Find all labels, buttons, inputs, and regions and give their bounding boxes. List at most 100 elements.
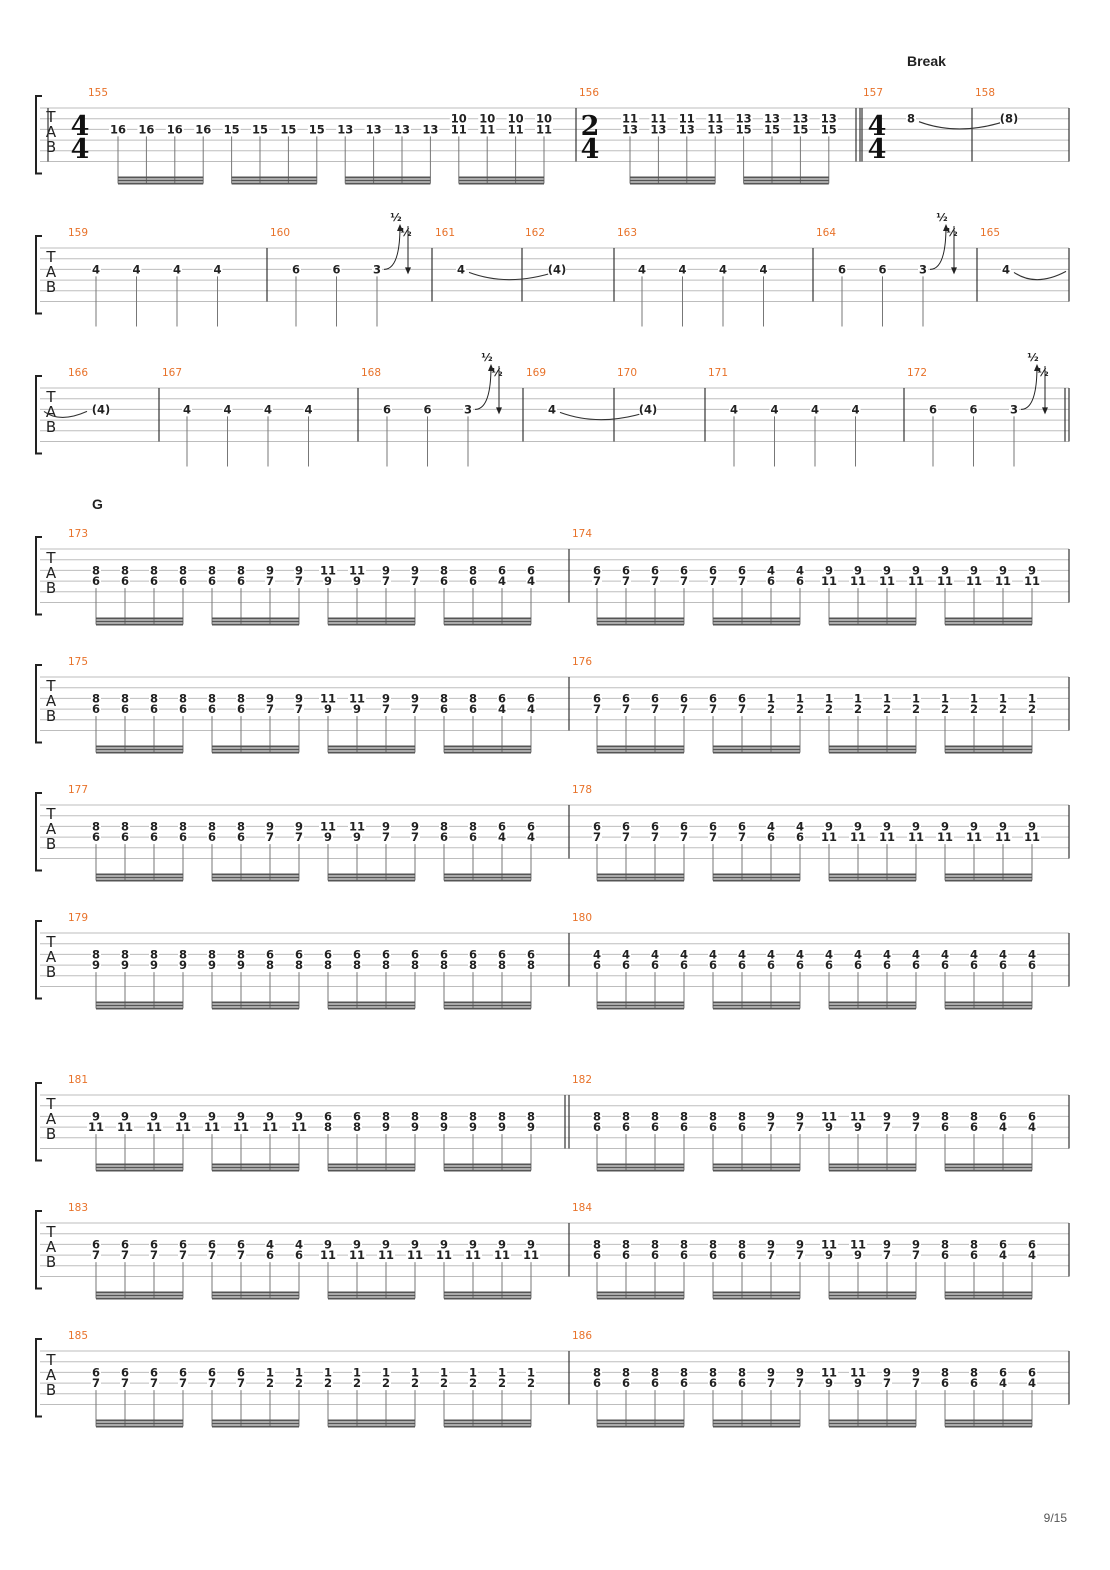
fret-number: 8 <box>622 1237 630 1251</box>
fret-background <box>439 821 449 832</box>
fret-number: 6 <box>237 574 245 588</box>
fret-number: 7 <box>912 1376 920 1390</box>
fret-background <box>410 821 420 832</box>
fret-number: 6 <box>295 947 303 961</box>
fret-background <box>853 821 863 832</box>
fret-background <box>294 693 304 704</box>
tab-clef-letter: A <box>46 1110 57 1128</box>
fret-number: 10 <box>451 112 467 126</box>
fret-background <box>763 124 781 135</box>
tab-clef-letter: B <box>46 1381 56 1399</box>
fret-background <box>381 960 391 971</box>
fret-number: 6 <box>1028 1109 1036 1123</box>
fret-number: 4 <box>719 262 727 276</box>
bar-number: 158 <box>975 87 995 99</box>
fret-number: 3 <box>464 402 472 416</box>
fret-number: 11 <box>995 574 1011 588</box>
fret-background <box>294 1239 304 1250</box>
fret-number: 4 <box>1028 1120 1036 1134</box>
fret-number: 4 <box>1028 947 1036 961</box>
fret-background <box>679 693 689 704</box>
fret-number: 6 <box>709 563 717 577</box>
fret-background <box>940 1239 950 1250</box>
fret-number: 8 <box>651 1237 659 1251</box>
fret-background <box>853 565 863 576</box>
fret-background <box>766 949 776 960</box>
fret-background <box>940 1367 950 1378</box>
fret-background <box>265 1239 275 1250</box>
fret-number: 6 <box>150 1237 158 1251</box>
bar-number: 186 <box>572 1330 592 1342</box>
fret-background <box>120 693 130 704</box>
fret-number: 1 <box>498 1365 506 1379</box>
fret-background <box>381 832 391 843</box>
time-signature-top: 4 <box>868 111 887 142</box>
fret-number: 8 <box>738 1237 746 1251</box>
fret-number: 7 <box>912 1120 920 1134</box>
fret-background <box>637 264 647 275</box>
fret-number: 9 <box>767 1237 775 1251</box>
fret-background <box>410 693 420 704</box>
fret-number: 8 <box>527 958 535 972</box>
fret-number: 7 <box>622 702 630 716</box>
fret-number: 8 <box>469 958 477 972</box>
fret-background <box>820 1239 838 1250</box>
fret-number: 9 <box>295 819 303 833</box>
fret-background <box>592 1367 602 1378</box>
fret-background <box>708 704 718 715</box>
fret-number: 9 <box>767 1109 775 1123</box>
fret-number: 6 <box>527 563 535 577</box>
fret-number: 4 <box>767 819 775 833</box>
fret-background <box>621 565 631 576</box>
fret-number: 13 <box>337 122 353 136</box>
tie-arc <box>43 410 88 418</box>
fret-number: 6 <box>121 1237 129 1251</box>
fret-number: 7 <box>709 574 717 588</box>
fret-background <box>592 1111 602 1122</box>
fret-background <box>456 264 466 275</box>
release-amount: ½ <box>946 226 957 239</box>
fret-background <box>969 821 979 832</box>
fret-number: 7 <box>179 1376 187 1390</box>
fret-background <box>381 821 391 832</box>
fret-number: 9 <box>883 819 891 833</box>
fret-background <box>737 576 747 587</box>
fret-background <box>319 821 337 832</box>
fret-background <box>120 1367 130 1378</box>
fret-background <box>679 576 689 587</box>
fret-background <box>497 1239 507 1250</box>
fret-number: 13 <box>679 122 695 136</box>
fret-background <box>621 832 631 843</box>
fret-background <box>734 124 753 135</box>
fret-background <box>795 693 805 704</box>
fret-number: 15 <box>736 122 752 136</box>
bend-amount: ½ <box>1027 351 1038 364</box>
fret-number: 15 <box>764 122 780 136</box>
fret-number: 4 <box>770 402 778 416</box>
fret-background <box>468 693 478 704</box>
fret-background <box>319 693 337 704</box>
fret-number: 9 <box>1028 563 1036 577</box>
fret-background <box>439 949 449 960</box>
fret-background <box>194 124 213 135</box>
fret-number: 6 <box>593 819 601 833</box>
fret-background <box>998 1367 1008 1378</box>
fret-number: 9 <box>883 1365 891 1379</box>
fret-number: 6 <box>469 830 477 844</box>
fret-number: 6 <box>709 691 717 705</box>
fret-background <box>294 1250 304 1261</box>
fret-number: 11 <box>536 122 552 136</box>
fret-number: 4 <box>266 1237 274 1251</box>
fret-number: 7 <box>651 574 659 588</box>
fret-background <box>737 693 747 704</box>
fret-background <box>824 565 834 576</box>
fret-background <box>120 1250 130 1261</box>
fret-background <box>766 1111 776 1122</box>
fret-number: 9 <box>382 819 390 833</box>
fret-number: 9 <box>411 1237 419 1251</box>
fret-number: 6 <box>92 574 100 588</box>
